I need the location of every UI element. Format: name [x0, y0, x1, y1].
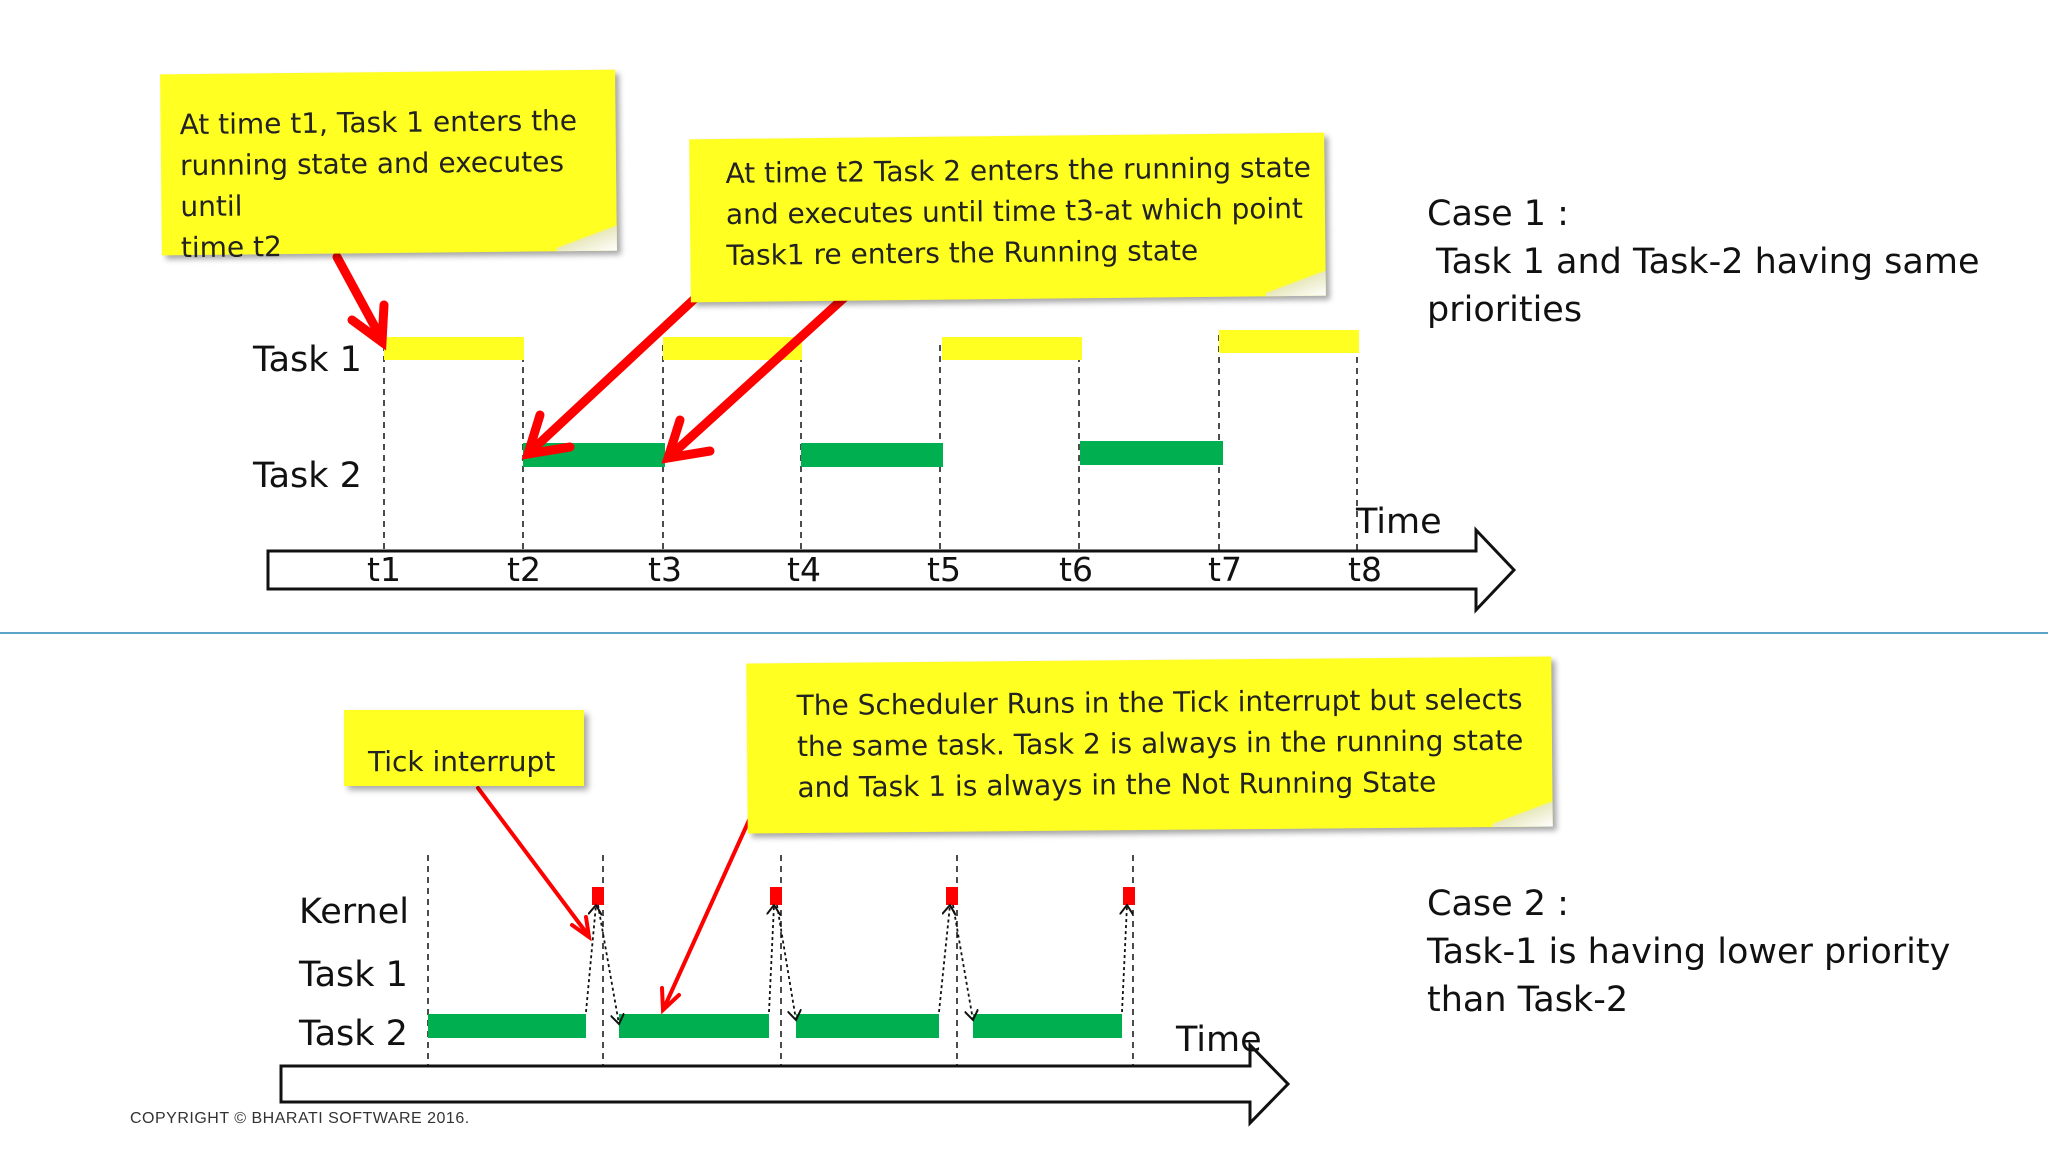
task2-run-t6-t7 [1080, 441, 1223, 465]
tick-label: t8 [1348, 550, 1382, 589]
kernel-tick-2 [770, 887, 782, 905]
case2-description: Case 2 : Task-1 is having lower priority… [1427, 880, 1950, 1024]
note-line: running state and executes until [179, 145, 565, 224]
case2-line3: than Task-2 [1427, 980, 1629, 1020]
case1-line3: priorities [1427, 290, 1583, 330]
case1-row-label-task1: Task 1 [253, 340, 362, 380]
case1-description: Case 1 : Task 1 and Task-2 having same p… [1427, 190, 1980, 334]
case2-title: Case 2 : [1427, 884, 1569, 924]
case2-task2-run-3 [796, 1014, 939, 1038]
tick-label: t3 [648, 550, 682, 589]
case1-task2-bars [523, 441, 1223, 467]
case1-time-label: Time [1356, 502, 1442, 542]
case2-row-label-kernel: Kernel [299, 892, 409, 932]
case2-task2-run-2 [619, 1014, 769, 1038]
case2-row-label-task1: Task 1 [299, 955, 408, 995]
note-line: Task1 re enters the Running state [726, 234, 1199, 272]
copyright-footer: COPYRIGHT © BHARATI SOFTWARE 2016. [130, 1110, 470, 1127]
note-line: and executes until time t3-at which poin… [725, 191, 1304, 231]
note-line: Tick interrupt [368, 745, 556, 778]
case2-time-axis-arrow [279, 1041, 1291, 1127]
kernel-tick-4 [1123, 887, 1135, 905]
case1-row-label-task2: Task 2 [253, 456, 362, 496]
case2-kernel-ticks [592, 887, 1135, 905]
tick-label: t7 [1208, 550, 1242, 589]
case2-red-arrows [476, 786, 757, 1015]
case2-line2: Task-1 is having lower priority [1427, 932, 1951, 972]
case1-line2: Task 1 and Task-2 having same [1436, 242, 1980, 282]
tick-label: t1 [367, 550, 401, 589]
page-curl [1265, 269, 1326, 297]
note-t2-explanation: At time t2 Task 2 enters the running sta… [689, 132, 1326, 303]
note-line: At time t1, Task 1 enters the [179, 104, 578, 142]
tick-label: t6 [1059, 550, 1093, 589]
case2-row-label-task2: Task 2 [299, 1014, 408, 1054]
note-scheduler: The Scheduler Runs in the Tick interrupt… [746, 656, 1553, 834]
case2-task2-bars [428, 1014, 1122, 1038]
note-line: time t2 [180, 230, 283, 265]
task1-run-t1-t2 [384, 337, 524, 360]
page-curl [556, 224, 617, 252]
case2-task2-run-4 [973, 1014, 1122, 1038]
case2-task2-run-1 [428, 1014, 586, 1038]
note-line: At time t2 Task 2 enters the running sta… [725, 150, 1312, 190]
page-curl [1492, 800, 1553, 828]
case2-context-switch-arrows [585, 905, 1127, 1024]
tick-label: t2 [507, 550, 541, 589]
case2-time-label: Time [1176, 1020, 1262, 1060]
case1-time-axis-arrow [266, 526, 1517, 614]
kernel-tick-3 [946, 887, 958, 905]
note-line: and Task 1 is always in the Not Running … [797, 765, 1437, 805]
tick-label: t5 [927, 550, 961, 589]
task1-run-t7-t8 [1219, 330, 1359, 353]
task1-run-t5-t6 [942, 337, 1082, 360]
note-line: the same task. Task 2 is always in the r… [796, 723, 1524, 764]
case1-title: Case 1 : [1427, 194, 1569, 234]
tick-label: t4 [787, 550, 821, 589]
note-t1-explanation: At time t1, Task 1 enters the running st… [160, 69, 617, 264]
task2-run-t4-t5 [801, 443, 943, 467]
kernel-tick-1 [592, 887, 604, 905]
note-line: The Scheduler Runs in the Tick interrupt… [796, 682, 1523, 723]
case1-task1-bars [384, 330, 1359, 360]
note-tick-interrupt: Tick interrupt [344, 710, 584, 786]
case1-red-arrows [332, 252, 851, 464]
task1-run-t3-t4 [663, 337, 802, 360]
